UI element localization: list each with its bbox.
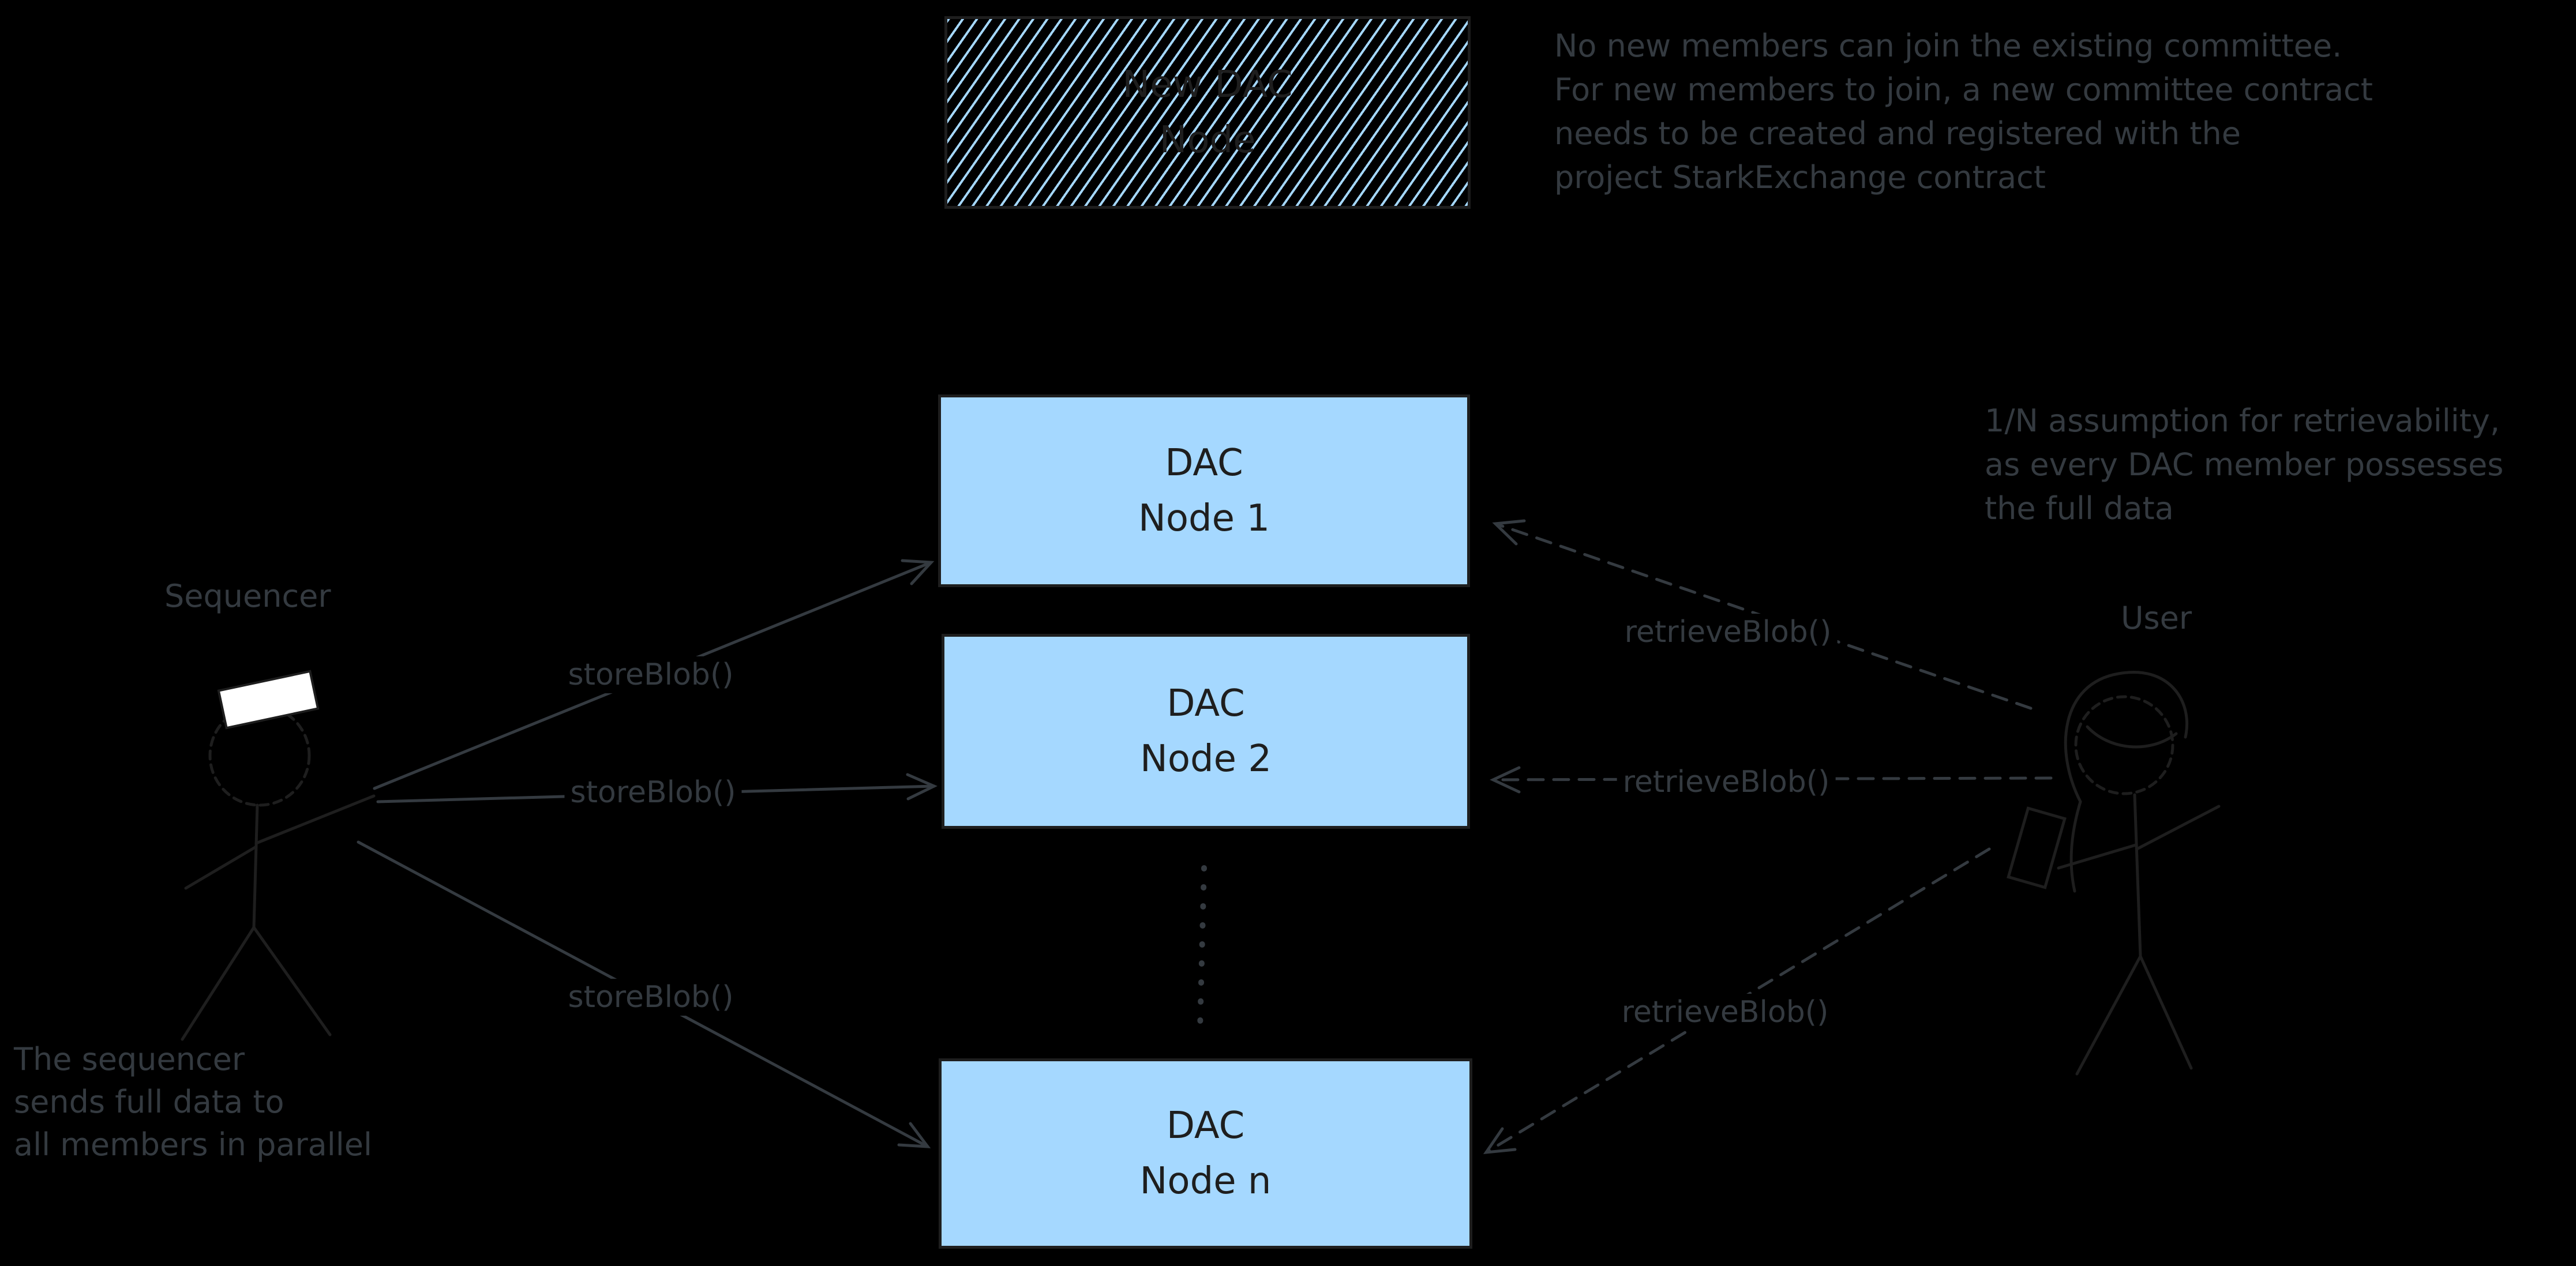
store-arrow-3-head [897,1122,931,1148]
user-head [2074,695,2174,795]
user-leg-left [2075,955,2142,1076]
store-blob-label-1: storeBlob() [562,656,740,693]
sequencer-arm-left [184,845,258,890]
dac-node-2-label-line2: Node 2 [1139,738,1272,780]
user-label: User [2121,600,2192,636]
dac-node-n-label-line1: DAC [1166,1105,1245,1147]
retrieve-blob-label-2: retrieveBlob() [1617,764,1836,801]
new-dac-node-label-line2: Node [1159,119,1256,161]
user-phone [2007,806,2067,889]
dac-node-1-box[interactable]: DAC Node 1 [938,395,1470,587]
retrieve-arrow-3-head [1483,1127,1517,1155]
note-retrievability-assumption: 1/N assumption for retrievability, as ev… [1985,403,2504,527]
sequencer-leg-left [181,926,256,1041]
dac-node-2-label-line1: DAC [1167,682,1245,725]
user-leg-right [2139,955,2193,1070]
dac-node-n-box[interactable]: DAC Node n [939,1058,1472,1249]
retrieve-blob-label-1: retrieveBlob() [1618,614,1838,651]
user-body [2133,793,2142,958]
store-arrow-1-head [901,559,935,585]
user-arm-left [2057,843,2138,870]
user-hair [2064,671,2189,803]
dac-node-1-label-line1: DAC [1165,442,1243,484]
retrieve-blob-label-3: retrieveBlob() [1615,994,1835,1031]
sequencer-head [208,704,311,807]
dac-node-1-label-line2: Node 1 [1138,497,1270,540]
sequencer-arm-right [254,794,376,845]
user-figure[interactable] [2007,671,2221,1076]
new-dac-node-label-line1: New DAC [1122,63,1293,106]
sequencer-body [252,803,259,929]
nodes-ellipsis-connector [1197,865,1207,1032]
dac-node-n-label-line2: Node n [1139,1160,1272,1203]
retrieve-arrow-2-head [1490,766,1521,794]
store-arrow-2-head [906,773,938,801]
user-hair-strand [2069,800,2082,893]
store-blob-label-2: storeBlob() [564,774,742,811]
note-sequencer-parallel: The sequencer sends full data to all mem… [14,1041,372,1163]
retrieve-arrow-1-head [1492,519,1526,546]
user-hair-inner [2086,725,2178,749]
sequencer-figure[interactable] [181,670,376,1041]
store-blob-label-3: storeBlob() [562,979,740,1016]
user-arm-right [2135,805,2221,851]
new-dac-node-box[interactable]: New DAC Node [944,16,1471,209]
note-committee-registration: No new members can join the existing com… [1554,28,2373,196]
sequencer-leg-right [252,926,332,1036]
dac-node-2-box[interactable]: DAC Node 2 [942,634,1470,829]
sequencer-hat [217,670,320,730]
sequencer-label: Sequencer [164,578,331,614]
